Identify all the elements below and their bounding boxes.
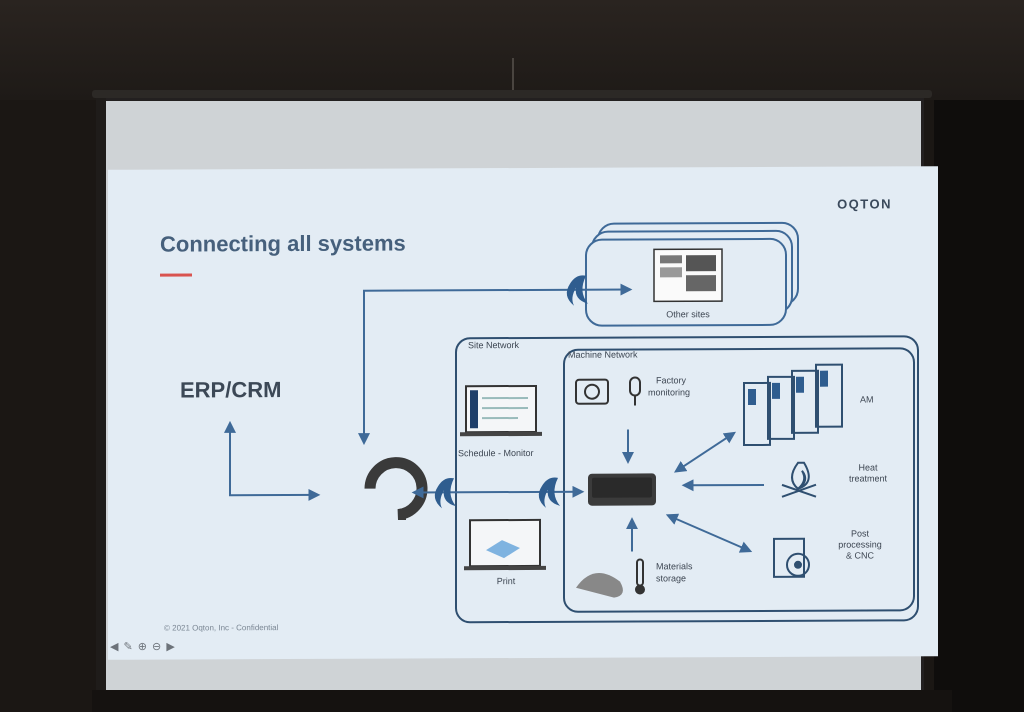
- site-network-label: Site Network: [468, 340, 520, 351]
- oqton-q-logo: [364, 457, 428, 521]
- am-label: AM: [860, 394, 874, 405]
- screen-hook: [512, 58, 524, 92]
- screen-frame: [96, 98, 106, 698]
- am-arrow: [673, 431, 737, 473]
- heat-treatment-icon: [781, 461, 817, 498]
- materials-storage-label-1: Materials: [656, 561, 693, 572]
- post-processing-label-3: & CNC: [845, 550, 874, 561]
- post-processing-label-1: Post: [850, 528, 869, 539]
- powder-icon: [576, 573, 623, 598]
- microphone-icon: [629, 376, 641, 406]
- am-machines-icon: [743, 363, 843, 447]
- schedule-monitor-label: Schedule - Monitor: [458, 447, 534, 459]
- heat-treatment-label-2: treatment: [848, 473, 888, 484]
- post-processing-label-2: processing: [838, 539, 882, 550]
- edge-server-icon: [588, 473, 656, 506]
- print-laptop-icon: [464, 518, 546, 571]
- machine-network-label: Machine Network: [568, 349, 638, 360]
- firewall-icon-top: [566, 275, 588, 306]
- slide-footer: © 2021 Oqton, Inc - Confidential: [164, 623, 279, 633]
- firewall-icon-site: [434, 477, 456, 509]
- camera-icon: [575, 378, 609, 405]
- screen-base: [92, 690, 952, 712]
- factory-monitoring-label-2: monitoring: [648, 387, 691, 398]
- thermometer-icon: [635, 558, 645, 595]
- other-sites-label: Other sites: [666, 309, 710, 320]
- materials-storage-label-2: storage: [656, 573, 687, 584]
- machine-network-box: [563, 347, 915, 613]
- firewall-icon-machine: [538, 477, 560, 508]
- other-sites-screen-icon: [653, 248, 723, 303]
- screen-rod: [92, 90, 932, 98]
- room-wall: [934, 100, 1024, 712]
- network-diagram: [224, 221, 919, 624]
- post-processing-icon: [773, 537, 810, 578]
- heat-treatment-label-1: Heat: [858, 462, 878, 473]
- factory-monitoring-label-1: Factory: [656, 375, 687, 386]
- other-sites-arrow: [358, 283, 633, 446]
- erp-arrow: [224, 420, 321, 501]
- post-processing-arrow: [665, 513, 753, 553]
- slide: OQTON Connecting all systems ERP/CRM: [108, 166, 938, 660]
- presentation-toolbar[interactable]: ◀ ✎ ⊕ ⊖ ▶: [110, 641, 176, 653]
- schedule-laptop-icon: [460, 384, 542, 437]
- site-network-box: [455, 335, 919, 624]
- print-label: Print: [496, 576, 516, 587]
